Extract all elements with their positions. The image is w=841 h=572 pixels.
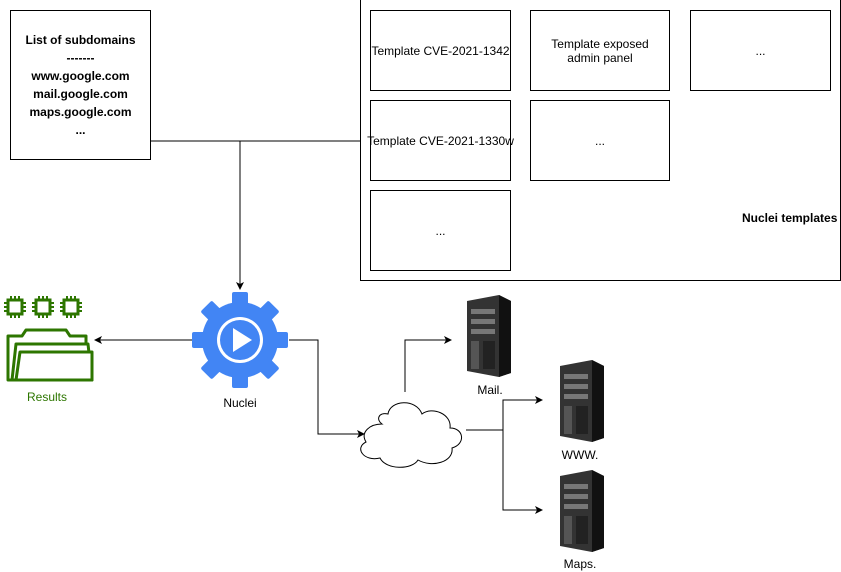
subdomain-list-box: List of subdomains ------- www.google.co… [10, 10, 151, 160]
template-card: Template exposed admin panel [530, 10, 670, 91]
cloud-to-mail-arrow [404, 336, 452, 392]
template-card: ... [370, 190, 511, 271]
template-card-label: ... [435, 223, 446, 238]
maps-server-icon [560, 470, 604, 552]
template-card-label: ... [755, 43, 766, 58]
results-label: Results [26, 390, 67, 404]
template-card-label: Template exposed admin panel [551, 36, 649, 65]
template-card-label: ... [594, 133, 605, 148]
template-card-label: Template CVE-2021-1342 [371, 43, 510, 58]
template-card-label: Template CVE-2021-1330w [367, 133, 514, 148]
mail-server-label: Mail. [477, 383, 503, 397]
nuclei-to-cloud-arrow [289, 339, 365, 438]
template-card: Template CVE-2021-1330w [367, 100, 514, 181]
nuclei-gear-icon [192, 292, 288, 388]
template-card: ... [530, 100, 670, 181]
www-server-icon [560, 360, 604, 442]
internet-cloud-icon [360, 402, 462, 468]
template-card: ... [690, 10, 831, 91]
results-folder-icon [4, 296, 94, 382]
cloud-to-www-arrow [466, 396, 543, 431]
subdomain-entry: maps.google.com [29, 105, 132, 119]
nuclei-templates-label: Nuclei templates [742, 211, 838, 225]
subdomain-list-title: List of subdomains [25, 33, 136, 47]
subdomain-entry: mail.google.com [33, 87, 128, 101]
subdomain-list-separator: ------- [66, 51, 95, 65]
www-server-label: WWW. [561, 448, 599, 462]
mail-server-icon [467, 295, 511, 377]
subdomain-entry: www.google.com [31, 69, 130, 83]
subdomain-entry: ... [75, 123, 86, 137]
nuclei-label: Nuclei [223, 396, 257, 410]
cloud-to-maps-arrow [502, 430, 543, 514]
maps-server-label: Maps. [563, 557, 597, 571]
template-card: Template CVE-2021-1342 [370, 10, 511, 91]
